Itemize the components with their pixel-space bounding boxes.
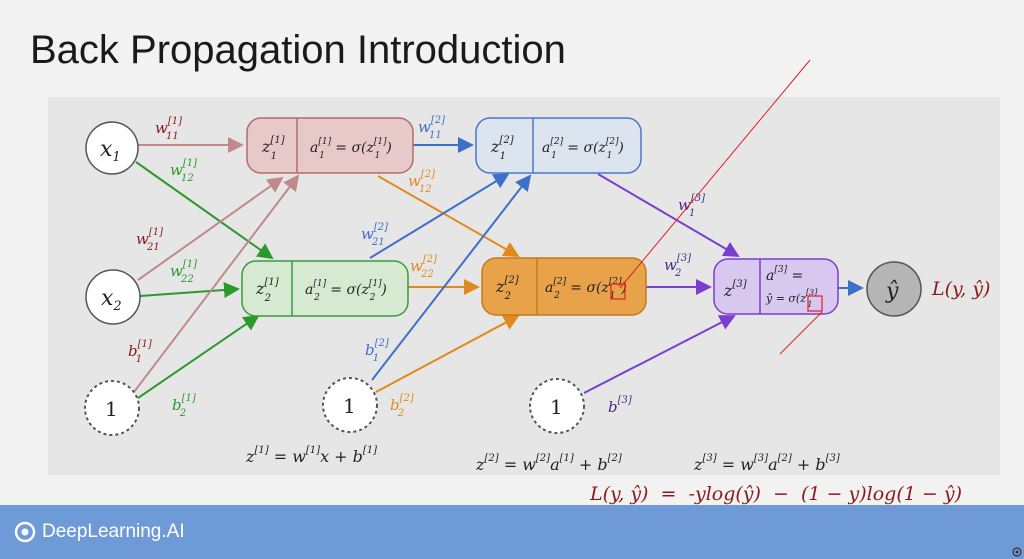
svg-text:z[2]2: z[2]2	[495, 275, 519, 302]
arrow-a11-z22	[377, 175, 520, 257]
network-diagram: x1 x2 1 1 1 z[1]1 a[1]1 = σ(z[1]1) z[1]2…	[48, 59, 1000, 505]
svg-text:x2: x2	[101, 286, 122, 314]
svg-text:1: 1	[550, 395, 563, 419]
deeplearning-logo-icon	[14, 521, 36, 543]
equation-loss: L(y, ŷ) = -ylog(ŷ) − (1 − y)log(1 − ŷ)	[589, 483, 962, 505]
weight-w22-2: w[2]22	[410, 254, 437, 280]
svg-text:a[2]2 = σ(z[2]1): a[2]2 = σ(z[2]1)	[545, 277, 627, 301]
arrow-one1-z11	[133, 174, 300, 393]
bias-b1-1: b[1]1	[128, 339, 152, 365]
weight-w1-3: w[3]1	[678, 193, 705, 219]
neuron-1-2: z[1]2 a[1]2 = σ(z[1]2)	[241, 260, 409, 317]
svg-text:1: 1	[343, 394, 356, 418]
bias-b1-2: b[2]1	[365, 338, 389, 364]
svg-text:a[1]2 = σ(z[1]2): a[1]2 = σ(z[1]2)	[305, 279, 387, 303]
settings-icon[interactable]	[1012, 547, 1022, 557]
neuron-2-2: z[2]2 a[2]2 = σ(z[2]1)	[481, 257, 647, 316]
arrow-one3-z3	[583, 315, 736, 394]
weight-w22-1: w[1]22	[170, 259, 197, 285]
footer-bar: DeepLearning.AI	[0, 505, 1024, 559]
weight-w12-1: w[1]12	[170, 158, 197, 184]
equation-z2: z[2] = w[2]a[1] + b[2]	[475, 453, 622, 474]
weight-w12-2: w[2]12	[408, 169, 435, 195]
weight-w21-2: w[2]21	[361, 222, 388, 248]
svg-text:z[2]1: z[2]1	[490, 135, 514, 162]
neuron-2-1: z[2]1 a[2]1 = σ(z[2]1)	[475, 117, 642, 174]
arrow-x2-z11	[137, 176, 284, 281]
svg-text:z[1]1: z[1]1	[261, 135, 285, 162]
arrow-one1-z12	[137, 314, 260, 399]
svg-text:a[3] =: a[3] =	[766, 265, 803, 284]
svg-text:ŷ: ŷ	[885, 279, 899, 304]
weight-w11-1: w[1]11	[155, 116, 182, 142]
svg-text:z[3]: z[3]	[723, 279, 747, 300]
brand[interactable]: DeepLearning.AI	[14, 521, 185, 543]
bias-b-3: b[3]	[608, 395, 632, 416]
bias-node-3: 1	[529, 378, 585, 434]
svg-text:a[2]1 = σ(z[2]1): a[2]1 = σ(z[2]1)	[542, 137, 624, 161]
svg-text:x1: x1	[100, 137, 121, 165]
neuron-3: z[3] a[3] = ŷ = σ(z[3]1	[713, 258, 839, 315]
weight-w2-3: w[3]2	[664, 253, 691, 279]
bias-node-2: 1	[322, 377, 378, 433]
bias-node-1: 1	[84, 380, 140, 436]
arrow-a21-z3	[597, 173, 740, 258]
equation-z3: z[3] = w[3]a[2] + b[3]	[693, 453, 840, 474]
arrow-x2-z12	[139, 282, 240, 298]
svg-text:1: 1	[105, 397, 118, 421]
bias-b2-1: b[1]2	[172, 393, 196, 419]
arrow-one2-z22	[375, 315, 520, 393]
page-title: Back Propagation Introduction	[30, 28, 566, 72]
neuron-1-1: z[1]1 a[1]1 = σ(z[1]1)	[246, 117, 414, 174]
node-x2: x2	[85, 269, 141, 325]
brand-name: DeepLearning.AI	[42, 521, 185, 542]
node-x1: x1	[85, 121, 139, 175]
arrow-one2-z21	[371, 174, 532, 381]
bias-b2-2: b[2]2	[390, 393, 414, 419]
loss-label: L(y, ŷ)	[931, 278, 990, 300]
svg-text:ŷ = σ(z[3]1: ŷ = σ(z[3]1	[765, 288, 818, 309]
weight-w11-2: w[2]11	[418, 115, 445, 141]
weight-w21-1: w[1]21	[136, 227, 163, 253]
arrow-a12-z21	[369, 172, 510, 259]
arrow-x1-z12	[135, 161, 274, 260]
svg-text:z[1]2: z[1]2	[255, 277, 279, 304]
annotation-marks	[610, 59, 823, 355]
svg-text:a[1]1 = σ(z[1]1): a[1]1 = σ(z[1]1)	[310, 137, 392, 161]
equation-z1: z[1] = w[1]x + b[1]	[245, 445, 377, 466]
output-node-yhat: ŷ	[866, 261, 922, 317]
